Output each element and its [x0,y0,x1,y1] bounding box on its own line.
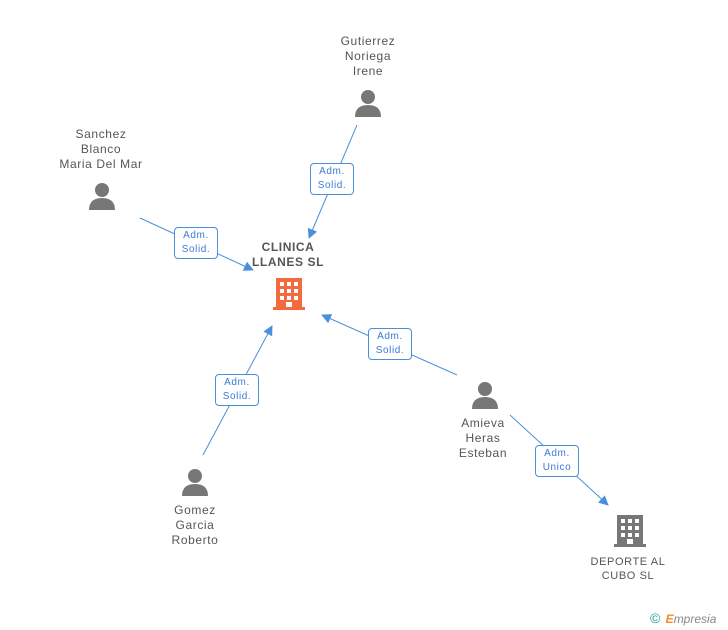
person-name-line: Sanchez [75,127,127,141]
person-name-line: Gutierrez [340,34,396,48]
person-name-line: Noriega [344,49,392,63]
relation-badge-gutierrez[interactable]: Adm. Solid. [310,163,354,195]
relation-role: Adm. [183,230,209,241]
relation-type: Solid. [222,391,252,402]
relation-badge-amieva[interactable]: Adm. Solid. [368,328,412,360]
person-label-gutierrez[interactable]: Gutierrez Noriega Irene [318,34,418,79]
relation-badge-sanchez[interactable]: Adm. Solid. [174,227,218,259]
relation-badge-deporte[interactable]: Adm. Unico [535,445,579,477]
relation-type: Solid. [375,345,405,356]
main-company-line2: LLANES SL [251,255,325,269]
person-name-line: Gomez [174,503,216,517]
company-label-deporte[interactable]: DEPORTE AL CUBO SL [578,555,678,583]
company-name-line: CUBO SL [601,570,655,582]
person-icon-amieva[interactable] [472,382,498,409]
brand-logo-initial: E [665,612,674,626]
footer-brand: © Empresia [650,610,716,626]
main-company-label[interactable]: CLINICA LLANES SL [238,240,338,270]
relation-type: Solid. [317,180,347,191]
person-name-line: Amieva [461,416,505,430]
person-name-line: Esteban [458,446,508,460]
relation-role: Adm. [544,448,570,459]
person-icon-gomez[interactable] [182,469,208,496]
relation-type: Unico [542,462,572,473]
relation-type: Solid. [181,244,211,255]
building-icon-deporte[interactable] [614,515,646,547]
building-icon-main[interactable] [273,278,305,310]
person-name-line: Heras [465,431,501,445]
person-label-sanchez[interactable]: Sanchez Blanco Maria Del Mar [46,127,156,172]
main-company-line1: CLINICA [261,240,315,254]
person-name-line: Irene [352,64,384,78]
person-name-line: Blanco [80,142,122,156]
person-name-line: Garcia [175,518,215,532]
relation-role: Adm. [377,331,403,342]
person-label-amieva[interactable]: Amieva Heras Esteban [433,416,533,461]
company-name-line: DEPORTE AL [590,556,666,568]
relation-role: Adm. [319,166,345,177]
person-icon-gutierrez[interactable] [355,90,381,117]
person-name-line: Roberto [171,533,219,547]
copyright-icon: © [650,610,661,626]
person-label-gomez[interactable]: Gomez Garcia Roberto [145,503,245,548]
relation-role: Adm. [224,377,250,388]
brand-logo-text: mpresia [673,612,717,626]
person-name-line: Maria Del Mar [59,157,143,171]
relation-badge-gomez[interactable]: Adm. Solid. [215,374,259,406]
person-icon-sanchez[interactable] [89,183,115,210]
